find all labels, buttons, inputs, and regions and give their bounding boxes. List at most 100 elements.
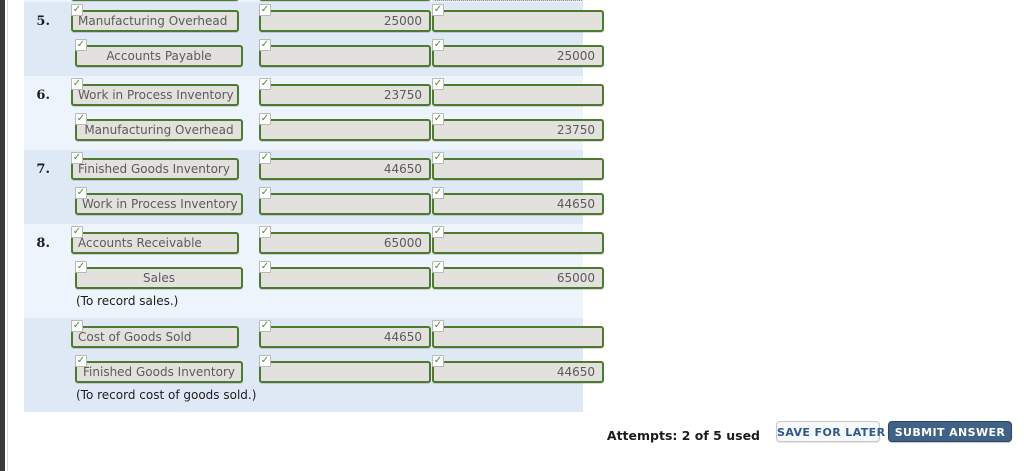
credit-field-value: 25000 <box>556 49 595 63</box>
correct-check-icon: ✓ <box>432 261 444 273</box>
account-field-value: Accounts Receivable <box>78 236 202 250</box>
credit-field[interactable]: ✓ <box>432 226 604 254</box>
correct-check-icon: ✓ <box>432 39 444 51</box>
journal-entry-line: ✓ Sales ✓ ✓ 65000 <box>24 259 604 294</box>
debit-field[interactable]: ✓ <box>259 0 431 1</box>
correct-check-icon: ✓ <box>75 113 87 125</box>
debit-field-value: 44650 <box>383 162 422 176</box>
credit-field[interactable]: ✓ <box>432 320 604 348</box>
attempts-status: Attempts: 2 of 5 used <box>606 428 760 443</box>
journal-entry-line: 7.✓Finished Goods Inventory✓44650✓ <box>24 150 604 185</box>
correct-check-icon: ✓ <box>259 320 271 332</box>
debit-field-value: 25000 <box>383 14 422 28</box>
correct-check-icon: ✓ <box>432 320 444 332</box>
account-field[interactable]: ✓Finished Goods Inventory <box>71 152 239 180</box>
correct-check-icon: ✓ <box>71 320 83 332</box>
clipped-entry-row: ✓✓✓ <box>24 0 583 2</box>
correct-check-icon: ✓ <box>432 152 444 164</box>
entry-number: 7. <box>36 162 50 177</box>
credit-field[interactable]: ✓ <box>432 78 604 106</box>
correct-check-icon: ✓ <box>71 152 83 164</box>
correct-check-icon: ✓ <box>75 355 87 367</box>
debit-field[interactable]: ✓44650 <box>259 152 431 180</box>
correct-check-icon: ✓ <box>259 226 271 238</box>
account-field[interactable]: ✓Manufacturing Overhead <box>71 4 239 32</box>
account-field[interactable]: ✓Work in Process Inventory <box>75 187 243 215</box>
journal-entry-line: ✓Work in Process Inventory ✓ ✓ 44650 <box>24 185 604 220</box>
debit-field-value: 44650 <box>383 330 422 344</box>
save-for-later-button[interactable]: SAVE FOR LATER <box>776 421 885 442</box>
journal-entry-group: 7.✓Finished Goods Inventory✓44650✓✓Work … <box>24 150 604 224</box>
journal-entry-group: 5.✓Manufacturing Overhead✓25000✓✓Account… <box>24 2 604 76</box>
credit-field[interactable]: ✓23750 <box>432 113 604 141</box>
debit-field-value: 23750 <box>383 88 422 102</box>
debit-field-value <box>261 363 429 381</box>
debit-field[interactable]: ✓ <box>259 261 431 289</box>
account-field-value: Manufacturing Overhead <box>84 123 234 137</box>
correct-check-icon: ✓ <box>75 39 87 51</box>
correct-check-icon: ✓ <box>71 4 83 16</box>
credit-field-value: 65000 <box>556 271 595 285</box>
credit-field[interactable]: ✓ <box>432 152 604 180</box>
credit-field[interactable]: ✓ 65000 <box>432 261 604 289</box>
journal-entry-group: 8.✓Accounts Receivable✓65000✓✓Sales✓✓650… <box>24 224 604 318</box>
debit-field[interactable]: ✓ <box>259 355 431 383</box>
credit-field[interactable]: ✓ 25000 <box>432 39 604 67</box>
journal-entry-line: ✓Accounts Payable✓✓25000 <box>24 37 604 72</box>
correct-check-icon: ✓ <box>432 226 444 238</box>
account-field-value: Manufacturing Overhead <box>78 14 228 28</box>
debit-field[interactable]: ✓ <box>259 113 431 141</box>
debit-field[interactable]: ✓ 44650 <box>259 320 431 348</box>
account-field[interactable]: ✓Accounts Payable <box>75 39 243 67</box>
correct-check-icon: ✓ <box>432 4 444 16</box>
entry-memo-line: (To record cost of goods sold.) <box>24 388 583 412</box>
account-field-value: Work in Process Inventory <box>82 197 238 211</box>
content-left-rule <box>7 0 8 471</box>
journal-entry-line: ✓Manufacturing Overhead✓✓23750 <box>24 111 604 146</box>
account-field[interactable]: ✓Cost of Goods Sold <box>71 320 239 348</box>
correct-check-icon: ✓ <box>259 187 271 199</box>
entry-number: 5. <box>36 14 50 29</box>
journal-entry-line: 8.✓Accounts Receivable✓65000✓ <box>24 224 604 259</box>
account-field[interactable]: ✓ <box>71 0 239 1</box>
account-field[interactable]: ✓Finished Goods Inventory <box>75 355 243 383</box>
debit-field-value: 65000 <box>383 236 422 250</box>
debit-field[interactable]: ✓ 25000 <box>259 4 431 32</box>
credit-field[interactable]: ✓44650 <box>432 355 604 383</box>
correct-check-icon: ✓ <box>432 78 444 90</box>
account-field-value: Work in Process Inventory <box>78 88 234 102</box>
correct-check-icon: ✓ <box>71 78 83 90</box>
correct-check-icon: ✓ <box>259 4 271 16</box>
debit-field[interactable]: ✓ 65000 <box>259 226 431 254</box>
account-field[interactable]: ✓Manufacturing Overhead <box>75 113 243 141</box>
correct-check-icon: ✓ <box>75 261 87 273</box>
journal-entry-line: ✓Finished Goods Inventory✓✓44650 <box>24 353 604 388</box>
account-field[interactable]: ✓Accounts Receivable <box>71 226 239 254</box>
correct-check-icon: ✓ <box>432 187 444 199</box>
credit-field-value <box>434 160 602 178</box>
debit-field[interactable]: ✓23750 <box>259 78 431 106</box>
credit-field[interactable]: ✓ <box>432 0 583 1</box>
journal-entry-line: 6.✓Work in Process Inventory✓23750✓ <box>24 76 604 111</box>
correct-check-icon: ✓ <box>432 355 444 367</box>
correct-check-icon: ✓ <box>259 261 271 273</box>
debit-field[interactable]: ✓ <box>259 39 431 67</box>
journal-entry-table: ✓✓✓5.✓Manufacturing Overhead✓25000✓✓Acco… <box>24 0 604 412</box>
credit-field-value <box>434 12 602 30</box>
account-field[interactable]: ✓Work in Process Inventory <box>71 78 239 106</box>
credit-field-value: 44650 <box>556 197 595 211</box>
debit-field-value <box>261 195 429 213</box>
credit-field[interactable]: ✓ <box>432 4 604 32</box>
journal-entry-group: 6.✓Work in Process Inventory✓23750✓✓Manu… <box>24 76 604 150</box>
credit-field-value: 23750 <box>556 123 595 137</box>
credit-field[interactable]: ✓ 44650 <box>432 187 604 215</box>
account-field[interactable]: ✓ Sales <box>75 261 243 289</box>
debit-field[interactable]: ✓ <box>259 187 431 215</box>
submit-answer-button[interactable]: SUBMIT ANSWER <box>888 421 1012 442</box>
account-field-value: Finished Goods Inventory <box>83 365 235 379</box>
debit-field-value <box>261 47 429 65</box>
assignment-footer: Attempts: 2 of 5 used SAVE FOR LATER SUB… <box>0 421 1024 455</box>
account-field-value: Sales <box>143 271 175 285</box>
account-field-value: Finished Goods Inventory <box>78 162 230 176</box>
correct-check-icon: ✓ <box>259 39 271 51</box>
